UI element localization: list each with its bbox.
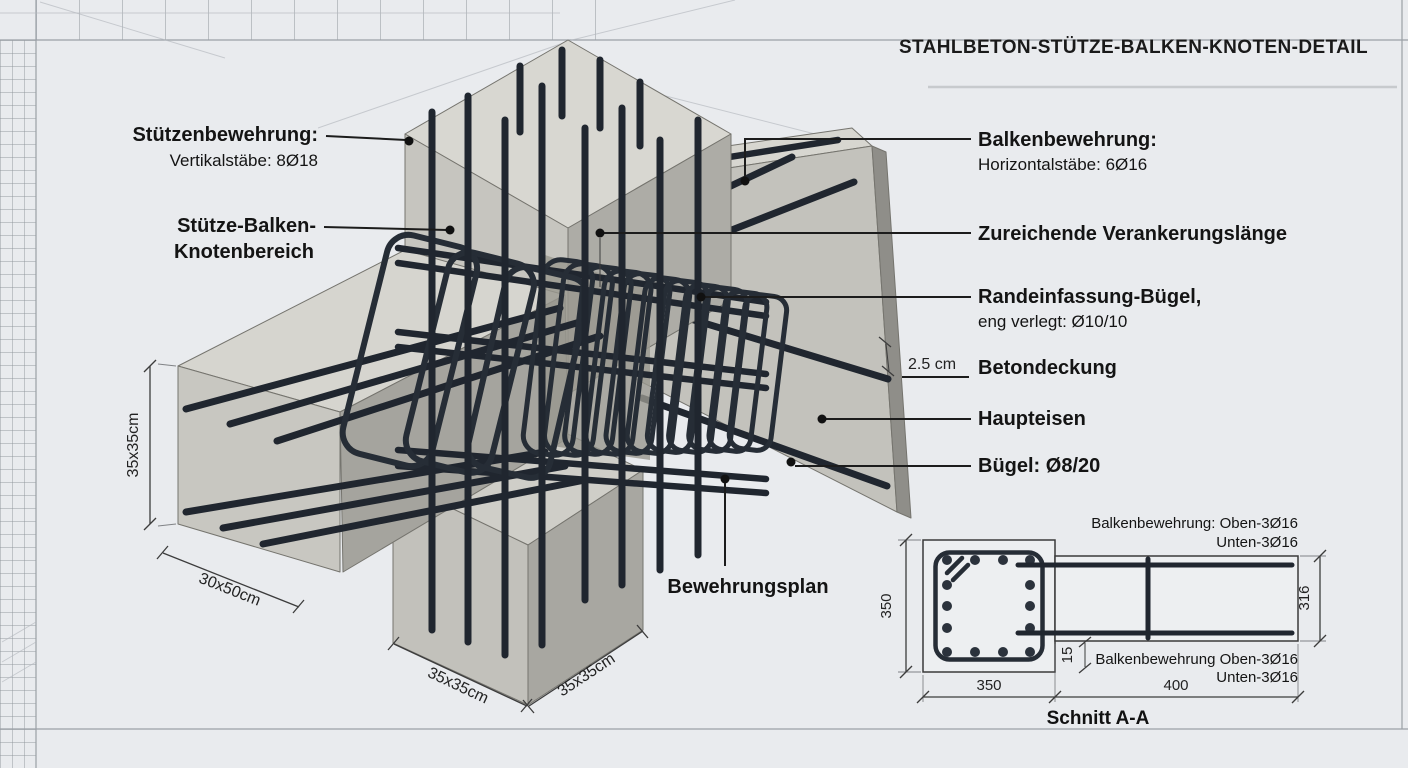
callout-haupteisen: Haupteisen <box>817 408 1086 430</box>
section-dim-beam-height: 316 <box>1296 585 1313 610</box>
dim-beam-section-label: 30x50cm <box>196 570 263 610</box>
label-balkenbewehrung: Balkenbewehrung: <box>978 129 1157 151</box>
label-eng-verlegt: eng verlegt: Ø10/10 <box>978 312 1127 331</box>
section-dim-column-height: 350 <box>878 593 895 618</box>
section-column-rebar-dots <box>942 555 1035 657</box>
dim-column-side-label: 35x35cm <box>125 413 142 478</box>
dim-beam-section: 30x50cm <box>156 545 305 614</box>
section-beam-outline <box>1054 555 1299 642</box>
callout-stuetzenbewehrung: Stützenbewehrung: Vertikalstäbe: 8Ø18 <box>132 124 414 170</box>
page-title: STAHLBETON-STÜTZE-BALKEN-KNOTEN-DETAIL <box>899 37 1368 58</box>
section-title: Schnitt A-A <box>1047 708 1150 729</box>
section-bottom-label-1: Balkenbewehrung Oben-3Ø16 <box>1095 651 1298 668</box>
callouts: Stützenbewehrung: Vertikalstäbe: 8Ø18 St… <box>132 124 1287 598</box>
section-a-a: 350 316 350 400 15 Balkenbewehrung: Oben… <box>878 515 1327 729</box>
label-betondeckung: Betondeckung <box>978 357 1117 379</box>
section-labels: Balkenbewehrung: Oben-3Ø16 Unten-3Ø16 Ba… <box>1047 515 1298 729</box>
section-dimensions: 350 316 350 400 15 <box>878 533 1327 704</box>
label-horizontalstaebe: Horizontalstäbe: 6Ø16 <box>978 155 1147 174</box>
label-bewehrungsplan: Bewehrungsplan <box>667 576 828 598</box>
callout-balkenbewehrung: Balkenbewehrung: Horizontalstäbe: 6Ø16 <box>740 129 1157 186</box>
section-dim-cover: 15 <box>1059 647 1076 664</box>
sheet-margin-grid-top <box>36 0 596 40</box>
callout-knotenbereich: Stütze-Balken- Knotenbereich <box>174 215 455 263</box>
label-haupteisen: Haupteisen <box>978 408 1086 430</box>
label-cover-value: 2.5 cm <box>908 356 956 373</box>
callout-buegel: Bügel: Ø8/20 <box>786 455 1100 477</box>
column-vertical-bars <box>428 46 702 659</box>
section-dim-column-width: 350 <box>976 677 1001 694</box>
isometric-view <box>177 39 912 706</box>
section-top-label-2: Unten-3Ø16 <box>1216 534 1298 551</box>
section-stirrup-hook <box>944 555 965 576</box>
label-buegel: Bügel: Ø8/20 <box>978 455 1100 477</box>
dim-column-side-vertical: 35x35cm <box>125 359 177 531</box>
section-top-label-1: Balkenbewehrung: Oben-3Ø16 <box>1091 515 1298 532</box>
callout-betondeckung: 2.5 cm Betondeckung <box>878 336 1117 379</box>
label-stuetzenbewehrung: Stützenbewehrung: <box>132 124 318 146</box>
label-randeinfassung: Randeinfassung-Bügel, <box>978 286 1201 308</box>
sheet-margin-grid-left <box>0 40 36 768</box>
label-knoten-line1: Stütze-Balken- <box>177 215 316 237</box>
callout-randeinfassung: Randeinfassung-Bügel, eng verlegt: Ø10/1… <box>696 286 1201 331</box>
section-dim-beam-length: 400 <box>1163 677 1188 694</box>
callout-bewehrungsplan: Bewehrungsplan <box>667 474 829 598</box>
callout-verankerung: Zureichende Verankerungslänge <box>595 223 1287 287</box>
section-column-stirrup <box>933 550 1045 662</box>
label-knoten-line2: Knotenbereich <box>174 241 314 263</box>
section-bottom-label-2: Unten-3Ø16 <box>1216 669 1298 686</box>
label-vertikalstaebe: Vertikalstäbe: 8Ø18 <box>170 151 318 170</box>
label-verankerung: Zureichende Verankerungslänge <box>978 223 1287 245</box>
